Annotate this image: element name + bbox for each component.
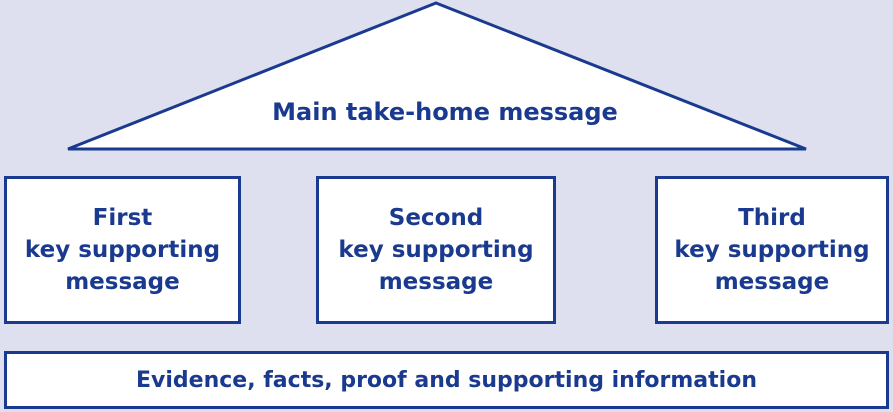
pillar-second-line2: key supporting: [338, 237, 534, 263]
pillar-third-text: Third key supporting message: [674, 202, 869, 298]
foundation-evidence: Evidence, facts, proof and supporting in…: [4, 351, 889, 409]
pillar-first-line1: First: [92, 205, 153, 231]
main-message-label: Main take-home message: [272, 98, 618, 126]
pillar-third-line2: key supporting: [674, 237, 870, 263]
pillar-first-text: First key supporting message: [25, 202, 220, 298]
pillar-second-line3: message: [378, 269, 494, 295]
foundation-label: Evidence, facts, proof and supporting in…: [136, 367, 757, 393]
roof-triangle: [67, 1, 807, 151]
pillar-first-line2: key supporting: [24, 237, 221, 263]
pillar-second-text: Second key supporting message: [338, 202, 533, 298]
pillar-first-message: First key supporting message: [4, 176, 241, 324]
pillar-first-line3: message: [65, 269, 180, 295]
pillar-third-line3: message: [714, 269, 830, 295]
pillar-third-line1: Third: [738, 205, 806, 231]
pillar-second-line1: Second: [388, 205, 484, 231]
pillar-third-message: Third key supporting message: [655, 176, 889, 324]
pillar-second-message: Second key supporting message: [316, 176, 556, 324]
